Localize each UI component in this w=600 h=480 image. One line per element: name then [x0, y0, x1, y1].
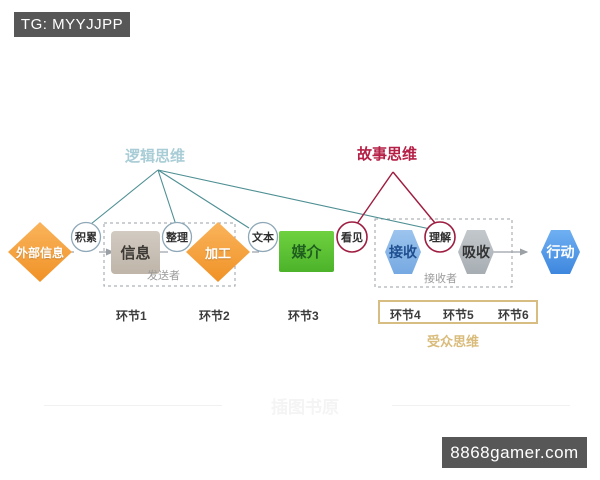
node-external-info[interactable] — [8, 222, 72, 282]
receiver-group-label: 接收者 — [424, 273, 457, 285]
node-see[interactable] — [336, 221, 368, 253]
node-action[interactable] — [541, 230, 580, 274]
story-branch-lines — [351, 171, 441, 232]
tg-watermark-tag: TG: MYYJJPP — [14, 12, 130, 37]
node-information[interactable] — [111, 231, 160, 274]
node-understand[interactable] — [424, 221, 456, 253]
stage-label-1: 环节1 — [116, 309, 147, 323]
node-receive[interactable] — [385, 230, 421, 274]
audience-stage-box — [378, 300, 538, 324]
stage-label-4: 环节4 — [390, 308, 421, 322]
node-media[interactable] — [279, 231, 334, 272]
story-thinking-label: 故事思维 — [357, 146, 418, 163]
receiver-group-box — [374, 218, 513, 288]
stage-label-5: 环节5 — [443, 308, 474, 322]
site-watermark-tag: 8868gamer.com — [442, 437, 587, 468]
logic-thinking-label: 逻辑思维 — [125, 148, 186, 165]
stage-label-2: 环节2 — [199, 309, 230, 323]
logic-branch-lines — [85, 169, 445, 233]
node-organize[interactable] — [161, 221, 193, 253]
bottom-watermark: 插图书原 — [271, 397, 339, 417]
sender-group-label: 发送者 — [147, 270, 180, 282]
stage-label-3: 环节3 — [288, 309, 319, 323]
watermark-rule-right — [392, 405, 570, 406]
node-accumulate[interactable] — [70, 221, 102, 253]
watermark-rule-left — [44, 405, 222, 406]
audience-thinking-label: 受众思维 — [427, 334, 480, 349]
stage-label-6: 环节6 — [498, 308, 529, 322]
node-text[interactable] — [247, 221, 279, 253]
node-absorb[interactable] — [458, 230, 494, 274]
node-process[interactable] — [186, 222, 250, 282]
